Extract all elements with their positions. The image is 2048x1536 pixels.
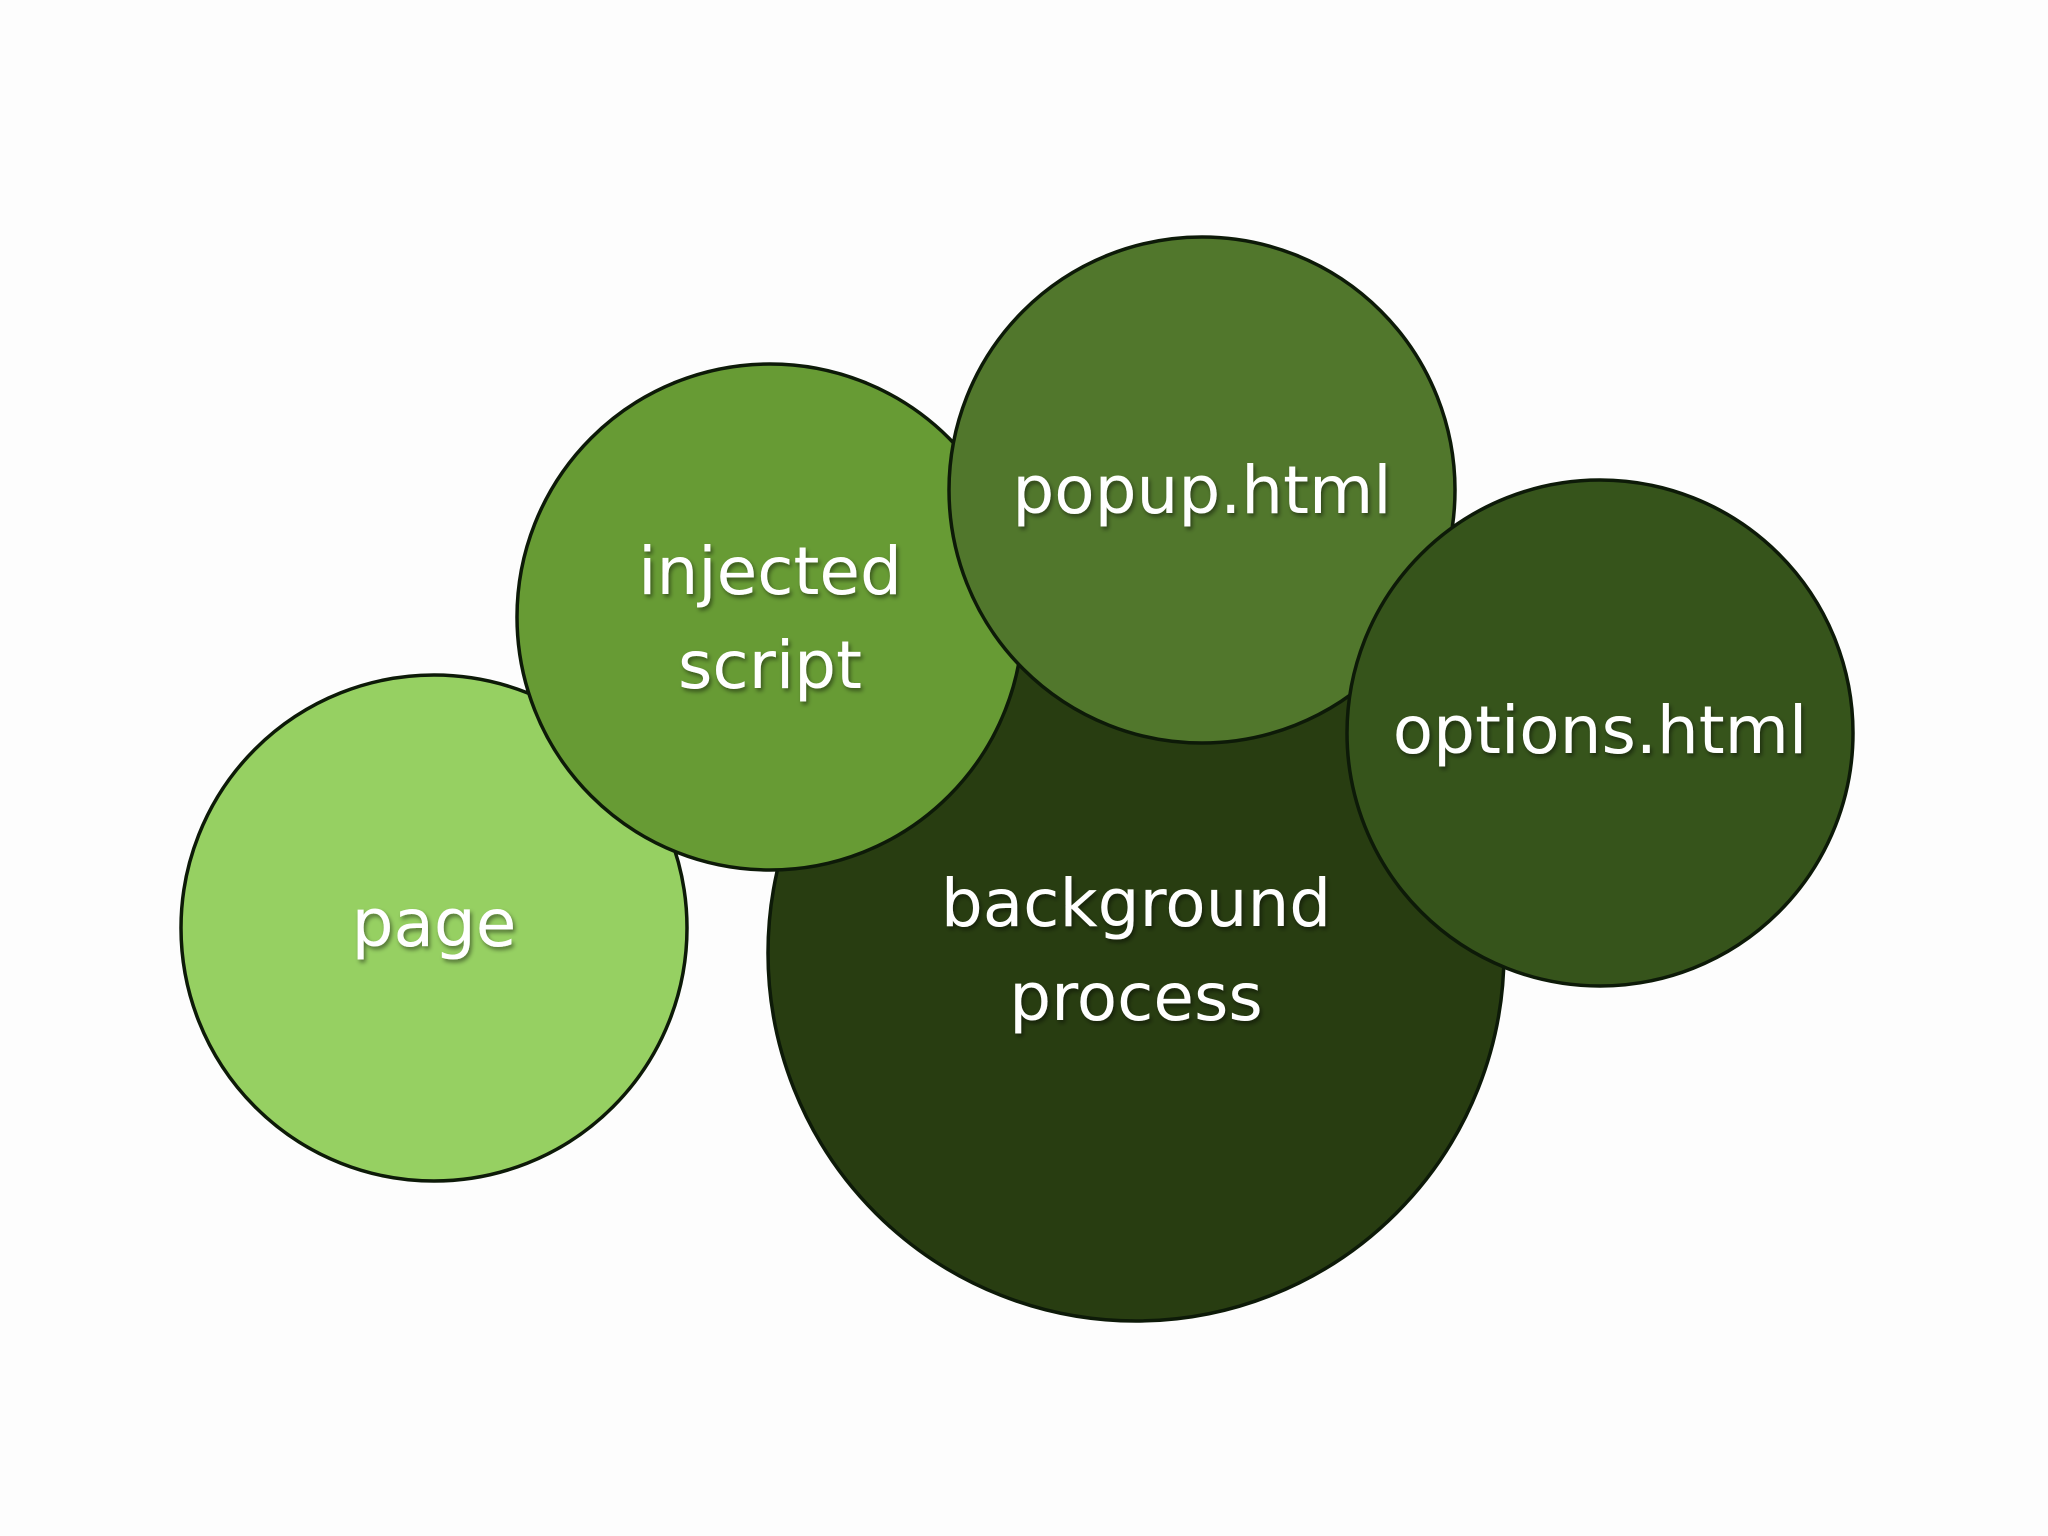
options-html-circle: [1345, 478, 1855, 988]
popup-html-label: popup.html: [1012, 452, 1391, 529]
background-process-label-line-1: background: [941, 865, 1331, 942]
background-process-label-line-2: process: [1009, 959, 1263, 1036]
page-label: page: [352, 885, 517, 962]
popup-html-label-line-1: popup.html: [1012, 452, 1391, 529]
injected-script-label-line-2: script: [678, 627, 862, 704]
options-html-label: options.html: [1393, 692, 1807, 769]
popup-html-bubble: popup.html: [947, 235, 1457, 745]
injected-script-bubble: injected script: [515, 362, 1025, 872]
page-bubble: page: [179, 673, 689, 1183]
page-circle: [179, 673, 689, 1183]
options-html-label-line-1: options.html: [1393, 692, 1807, 769]
injected-script-label-line-1: injected: [638, 533, 902, 610]
options-html-bubble: options.html: [1345, 478, 1855, 988]
injected-script-circle: [515, 362, 1025, 872]
popup-html-circle: [947, 235, 1457, 745]
background-process-label: background process: [941, 865, 1331, 1036]
injected-script-label: injected script: [638, 533, 902, 704]
page-label-line-1: page: [352, 885, 517, 962]
